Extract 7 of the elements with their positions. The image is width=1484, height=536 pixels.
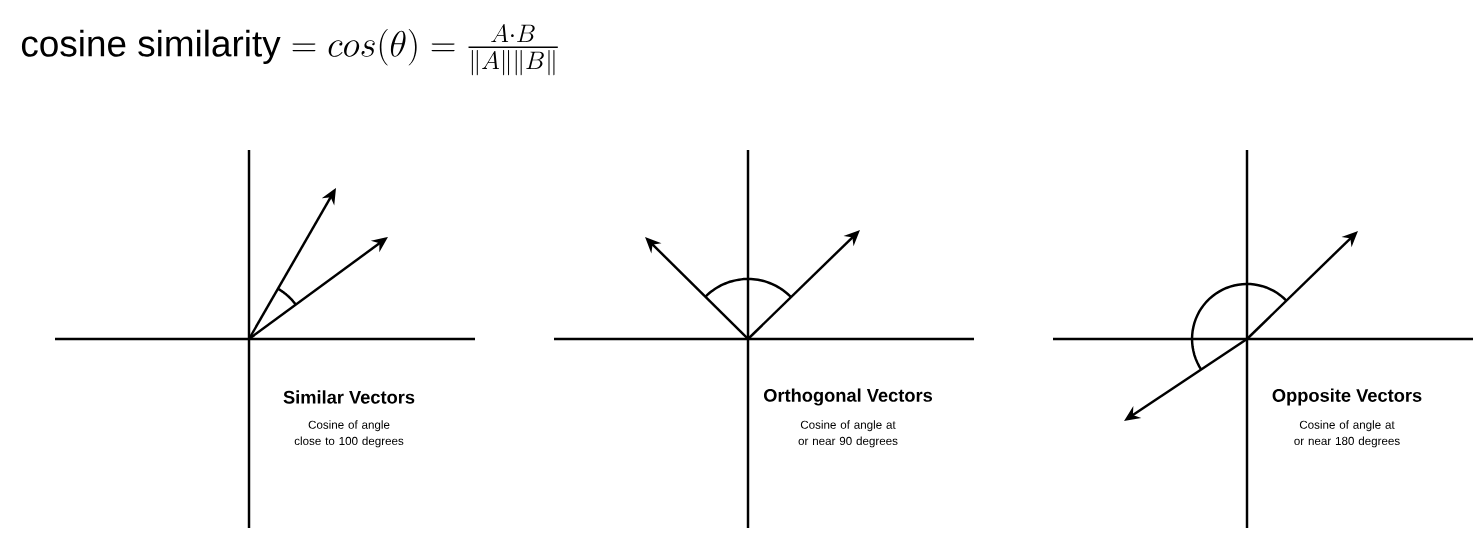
panel-heading: Opposite Vectors: [1272, 388, 1422, 406]
formula: $\text{cosine similarity} = cos(\theta) = \frac{A\cdot B}{\|A\|\|B\|}$: [21, 23, 558, 76]
caption-text: Cosine of angle at or near 180 degrees: [1294, 420, 1400, 448]
caption-text: Cosine of angle at or near 90 degrees: [798, 420, 898, 448]
caption-text: Cosine of angle close to 100 degrees: [294, 420, 404, 448]
panel-heading: Similar Vectors: [283, 390, 415, 404]
panel-heading: Orthogonal Vectors: [764, 388, 933, 406]
